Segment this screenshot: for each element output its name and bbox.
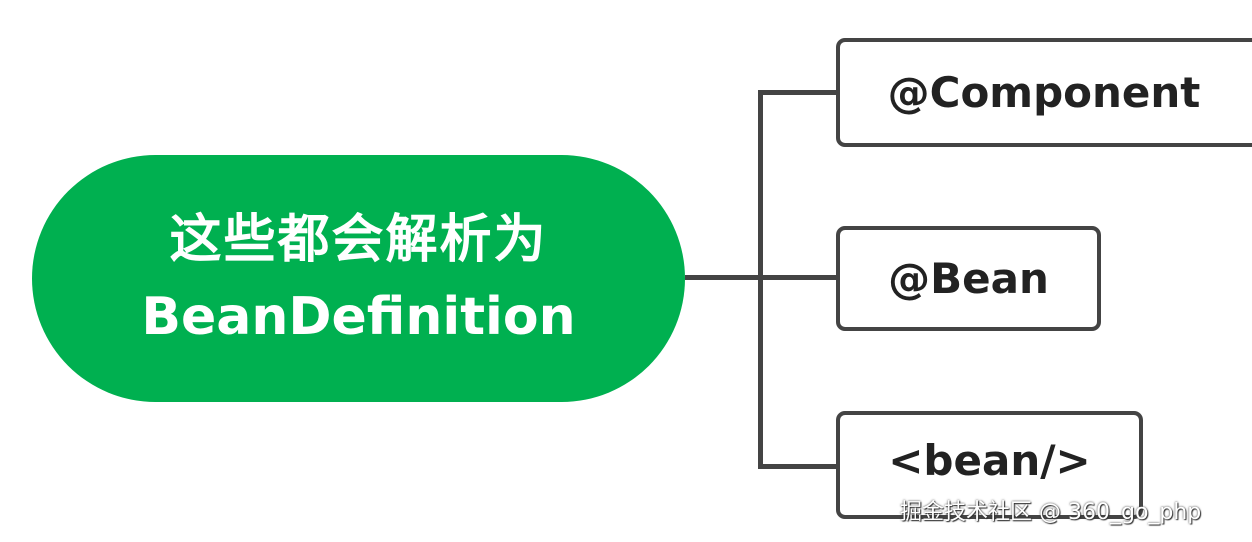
connector-branch-3	[758, 464, 838, 469]
child-node-component: @Component	[836, 38, 1252, 147]
child-label: @Bean	[888, 254, 1049, 303]
child-label: <bean/>	[888, 435, 1091, 485]
root-label-line2: BeanDefinition	[141, 286, 576, 347]
child-node-bean-xml: <bean/>	[836, 411, 1143, 519]
watermark: 掘金技术社区 @ 360_go_php	[900, 500, 1202, 525]
connector-branch-1	[758, 90, 838, 95]
root-node: 这些都会解析为 BeanDefinition	[32, 155, 685, 402]
child-label: @Component	[887, 68, 1201, 117]
connector-root	[685, 275, 764, 280]
child-node-bean: @Bean	[836, 226, 1101, 331]
connector-branch-2	[758, 275, 838, 280]
root-label-line1: 这些都会解析为	[169, 209, 548, 270]
